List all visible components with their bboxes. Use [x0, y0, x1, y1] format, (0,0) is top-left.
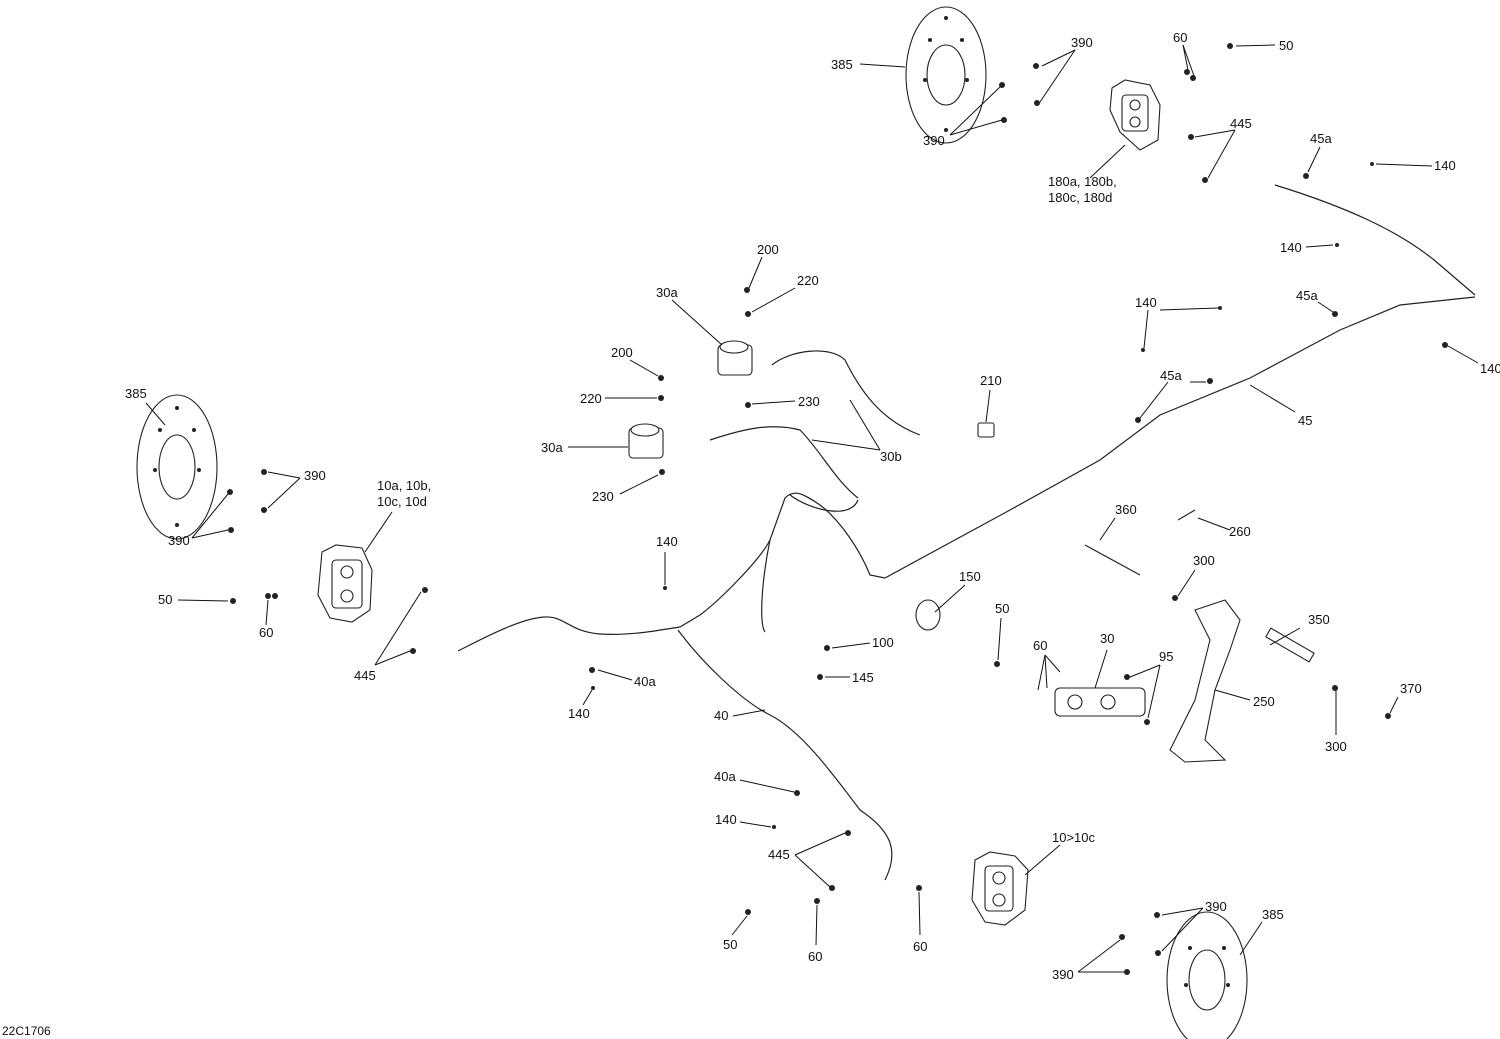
label-385-top: 385: [831, 57, 853, 72]
label-145: 145: [852, 670, 874, 685]
label-220-a: 220: [797, 273, 819, 288]
label-60-bottom-b: 60: [913, 939, 927, 954]
label-40a-1: 40a: [634, 674, 656, 689]
label-30a-a: 30a: [656, 285, 678, 300]
label-390-left-a: 390: [304, 468, 326, 483]
label-140-center: 140: [656, 534, 678, 549]
label-45a-top: 45a: [1310, 131, 1332, 146]
label-50-mid: 50: [995, 601, 1009, 616]
callout-labels: 385 390 390 60 50 445 45a 140 180a, 180b…: [2, 30, 1500, 1038]
label-445-left: 445: [354, 668, 376, 683]
label-140-r3: 140: [1480, 361, 1500, 376]
label-140-bottom: 140: [715, 812, 737, 827]
label-140-center-2: 140: [568, 706, 590, 721]
caliper-top: [1109, 79, 1161, 151]
label-390-top-a: 390: [1071, 35, 1093, 50]
label-180a: 180a, 180b,: [1048, 174, 1117, 189]
caliper-bottom: [971, 851, 1029, 926]
label-300-a: 300: [1193, 553, 1215, 568]
label-140-r2: 140: [1280, 240, 1302, 255]
label-100: 100: [872, 635, 894, 650]
label-260: 260: [1229, 524, 1251, 539]
bracket-210: [977, 422, 995, 438]
label-390-bottom-a: 390: [1205, 899, 1227, 914]
label-95: 95: [1159, 649, 1173, 664]
label-50-left: 50: [158, 592, 172, 607]
label-390-bottom-b: 390: [1052, 967, 1074, 982]
label-230-b: 230: [592, 489, 614, 504]
label-50-bottom: 50: [723, 937, 737, 952]
label-385-left: 385: [125, 386, 147, 401]
label-350: 350: [1308, 612, 1330, 627]
label-30b: 30b: [880, 449, 902, 464]
label-250: 250: [1253, 694, 1275, 709]
label-60-bottom-a: 60: [808, 949, 822, 964]
label-230-a: 230: [798, 394, 820, 409]
label-385-bottom: 385: [1262, 907, 1284, 922]
label-30: 30: [1100, 631, 1114, 646]
label-10-to-10c: 10>10c: [1052, 830, 1096, 845]
label-390-top-b: 390: [923, 133, 945, 148]
label-50-top: 50: [1279, 38, 1293, 53]
label-210: 210: [980, 373, 1002, 388]
label-445-top: 445: [1230, 116, 1252, 131]
label-220-b: 220: [580, 391, 602, 406]
label-140-top-right: 140: [1434, 158, 1456, 173]
label-40: 40: [714, 708, 728, 723]
caliper-left: [317, 544, 373, 623]
label-60-left: 60: [259, 625, 273, 640]
brake-lines: [457, 184, 1476, 881]
label-40a-2: 40a: [714, 769, 736, 784]
label-10c: 10c, 10d: [377, 494, 427, 509]
brake-disc-left: [136, 394, 218, 540]
diagram-id: 22C1706: [2, 1024, 51, 1038]
label-45: 45: [1298, 413, 1312, 428]
label-200-b: 200: [611, 345, 633, 360]
label-180c: 180c, 180d: [1048, 190, 1112, 205]
label-370: 370: [1400, 681, 1422, 696]
label-150: 150: [959, 569, 981, 584]
label-390-left-b: 390: [168, 533, 190, 548]
label-45a-mid: 45a: [1160, 368, 1182, 383]
reservoir-upper: [717, 340, 753, 376]
label-300-b: 300: [1325, 739, 1347, 754]
leader-lines: [145, 44, 1479, 973]
label-360: 360: [1115, 502, 1137, 517]
label-140-mid: 140: [1135, 295, 1157, 310]
label-60-top: 60: [1173, 30, 1187, 45]
label-200-a: 200: [757, 242, 779, 257]
label-45a-right: 45a: [1296, 288, 1318, 303]
reservoir-lower: [628, 423, 664, 459]
brake-disc-bottom: [1166, 911, 1248, 1039]
master-cylinder: [1054, 687, 1146, 717]
label-445-bottom: 445: [768, 847, 790, 862]
label-30a-b: 30a: [541, 440, 563, 455]
label-60-mid: 60: [1033, 638, 1047, 653]
hardware: [227, 43, 1448, 975]
brake-disc-top: [905, 6, 987, 144]
brake-pedal: [1084, 509, 1315, 763]
label-10a: 10a, 10b,: [377, 478, 431, 493]
brake-switch: [915, 599, 941, 631]
